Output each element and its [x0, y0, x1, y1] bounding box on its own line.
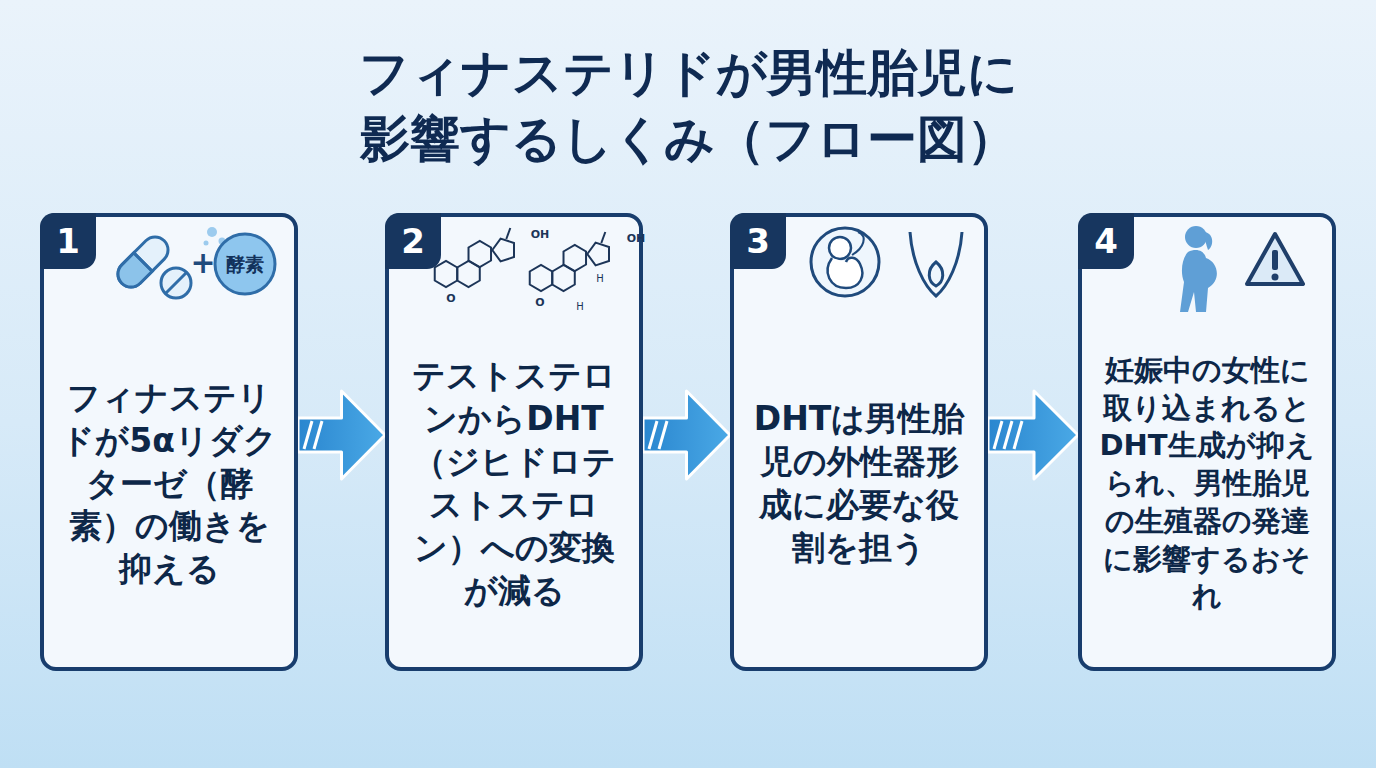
pill-icon — [161, 268, 191, 298]
icon-label: + — [190, 245, 215, 280]
chem-atom-label: OH — [627, 232, 646, 245]
step-text: フィナステリドが5αリダクターゼ（酵素）の働きを抑える — [60, 377, 278, 591]
step-text: テストステロンからDHT（ジヒドロテストステロン）への変換が減る — [405, 355, 623, 612]
process-box: 1 フィナステリドが5αリダクターゼ（酵素）の働きを抑える — [40, 213, 298, 671]
flow-arrow — [298, 391, 385, 479]
warning-icon — [1247, 234, 1303, 284]
chem-atom-label: OH — [531, 228, 550, 241]
fetus-icon — [811, 228, 879, 296]
process-box: 2 テストステロンからDHT（ジヒドロテストステロン）への変換が減る — [385, 213, 643, 671]
chem-atom-label: O — [446, 292, 455, 305]
pelvis-icon — [910, 232, 962, 296]
diagram-title: フィナステリドが男性胎児に影響するしくみ（フロー図） — [348, 40, 1028, 172]
box-fill — [387, 215, 641, 669]
box-fill — [1080, 215, 1334, 669]
flow-arrow — [988, 391, 1078, 479]
step-number: 1 — [40, 213, 96, 269]
enzyme-icon — [215, 234, 275, 294]
chem-atom-label: H — [596, 273, 604, 284]
steroid-structures — [435, 228, 609, 291]
pregnant-woman-icon — [1180, 226, 1217, 312]
step-number: 4 — [1078, 213, 1134, 269]
step-text: 妊娠中の女性に取り込まれるとDHT生成が抑えられ、男性胎児の生殖器の発達に影響す… — [1098, 352, 1316, 616]
box-fill — [732, 215, 986, 669]
icon-label: 酵素 — [226, 252, 264, 278]
chem-atom-label: O — [535, 296, 544, 309]
step-number: 2 — [385, 213, 441, 269]
step-number: 3 — [730, 213, 786, 269]
process-box: 3DHTは男性胎児の外性器形成に必要な役割を担う — [730, 213, 988, 671]
flow-arrow — [643, 391, 730, 479]
process-box: 4 妊娠中の女性に取り込まれるとDHT生成が抑えられ、男性胎児の生殖器の発達に影響… — [1078, 213, 1336, 671]
box-fill — [42, 215, 296, 669]
step-text: DHTは男性胎児の外性器形成に必要な役割を担う — [750, 398, 968, 570]
chem-atom-label: H — [576, 301, 584, 312]
